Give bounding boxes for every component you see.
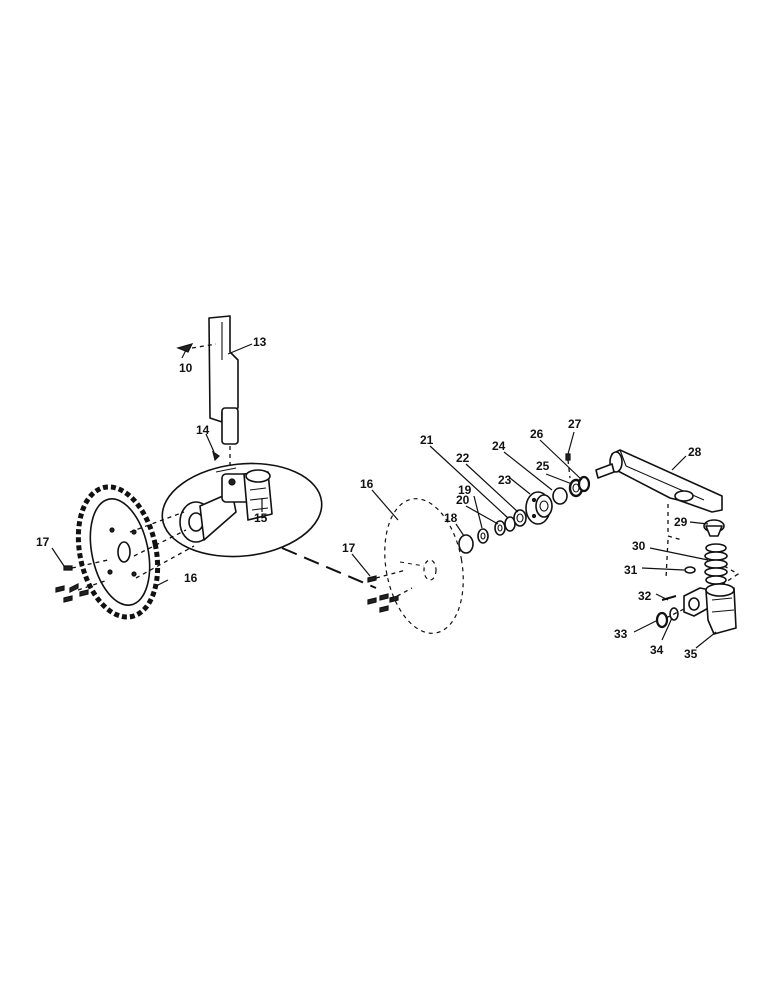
leader-lines [51, 343, 717, 649]
part-13-arm [208, 315, 239, 445]
alignment-line [71, 559, 109, 569]
alignment-line [129, 511, 185, 533]
part-17-bolts-right [367, 575, 399, 613]
alignment-line [665, 539, 669, 579]
alignment-line [567, 459, 571, 479]
label-part-29: 29 [674, 515, 688, 529]
label-part-21: 21 [420, 433, 434, 447]
part-16-phantom-disc [384, 498, 464, 634]
part-28-spindle-arm [595, 449, 723, 513]
label-part-28: 28 [688, 445, 702, 459]
label-part-27: 27 [568, 417, 582, 431]
label-part-14: 14 [196, 423, 210, 437]
part-32-pin [661, 595, 677, 601]
part-23-hub [525, 491, 553, 525]
label-part-15: 15 [254, 511, 268, 525]
label-part-22: 22 [456, 451, 470, 465]
alignment-line [667, 504, 683, 541]
label-part-13: 13 [253, 335, 267, 349]
label-part-25: 25 [536, 459, 550, 473]
detail-oval [161, 462, 323, 558]
part-33-washer [655, 611, 669, 629]
part-19-ring [477, 528, 489, 544]
part-labels: 13 10 14 15 17 16 16 17 18 19 20 21 22 2… [36, 335, 702, 661]
part-30-spring [704, 543, 728, 585]
alignment-line [133, 529, 187, 557]
alignment-line [135, 545, 195, 579]
label-part-24: 24 [492, 439, 506, 453]
label-part-10: 10 [179, 361, 193, 375]
alignment-line [665, 607, 687, 619]
label-part-23: 23 [498, 473, 512, 487]
label-part-18: 18 [444, 511, 458, 525]
label-part-32: 32 [638, 589, 652, 603]
label-part-16-right: 16 [360, 477, 374, 491]
part-10-fitting [176, 343, 194, 359]
label-part-26: 26 [530, 427, 544, 441]
part-27-pin [565, 453, 571, 461]
alignment-line [719, 565, 740, 587]
part-21-ring [504, 516, 516, 532]
label-part-34: 34 [650, 643, 664, 657]
label-part-19: 19 [458, 483, 472, 497]
part-22-bearing [513, 509, 527, 527]
part-26-nut [577, 475, 591, 493]
label-part-17-left: 17 [36, 535, 50, 549]
part-15-hub-assembly [179, 467, 273, 543]
part-18-washer [458, 534, 474, 554]
label-part-31: 31 [624, 563, 638, 577]
label-part-20: 20 [456, 493, 470, 507]
assembly-path-line [281, 547, 377, 589]
part-24-bearing [552, 487, 568, 505]
label-part-35: 35 [684, 647, 698, 661]
label-part-33: 33 [614, 627, 628, 641]
part-31-washer [684, 566, 696, 574]
part-29-cap [703, 519, 725, 537]
part-16-notched-disc [75, 484, 161, 620]
alignment-line [389, 587, 413, 601]
alignment-line [375, 569, 407, 579]
label-part-17-right: 17 [342, 541, 356, 555]
part-35-housing [683, 583, 737, 635]
part-17-bolts [55, 565, 89, 603]
label-part-30: 30 [632, 539, 646, 553]
alignment-line [77, 579, 109, 591]
label-part-16-left: 16 [184, 571, 198, 585]
part-14-pin [212, 450, 220, 462]
